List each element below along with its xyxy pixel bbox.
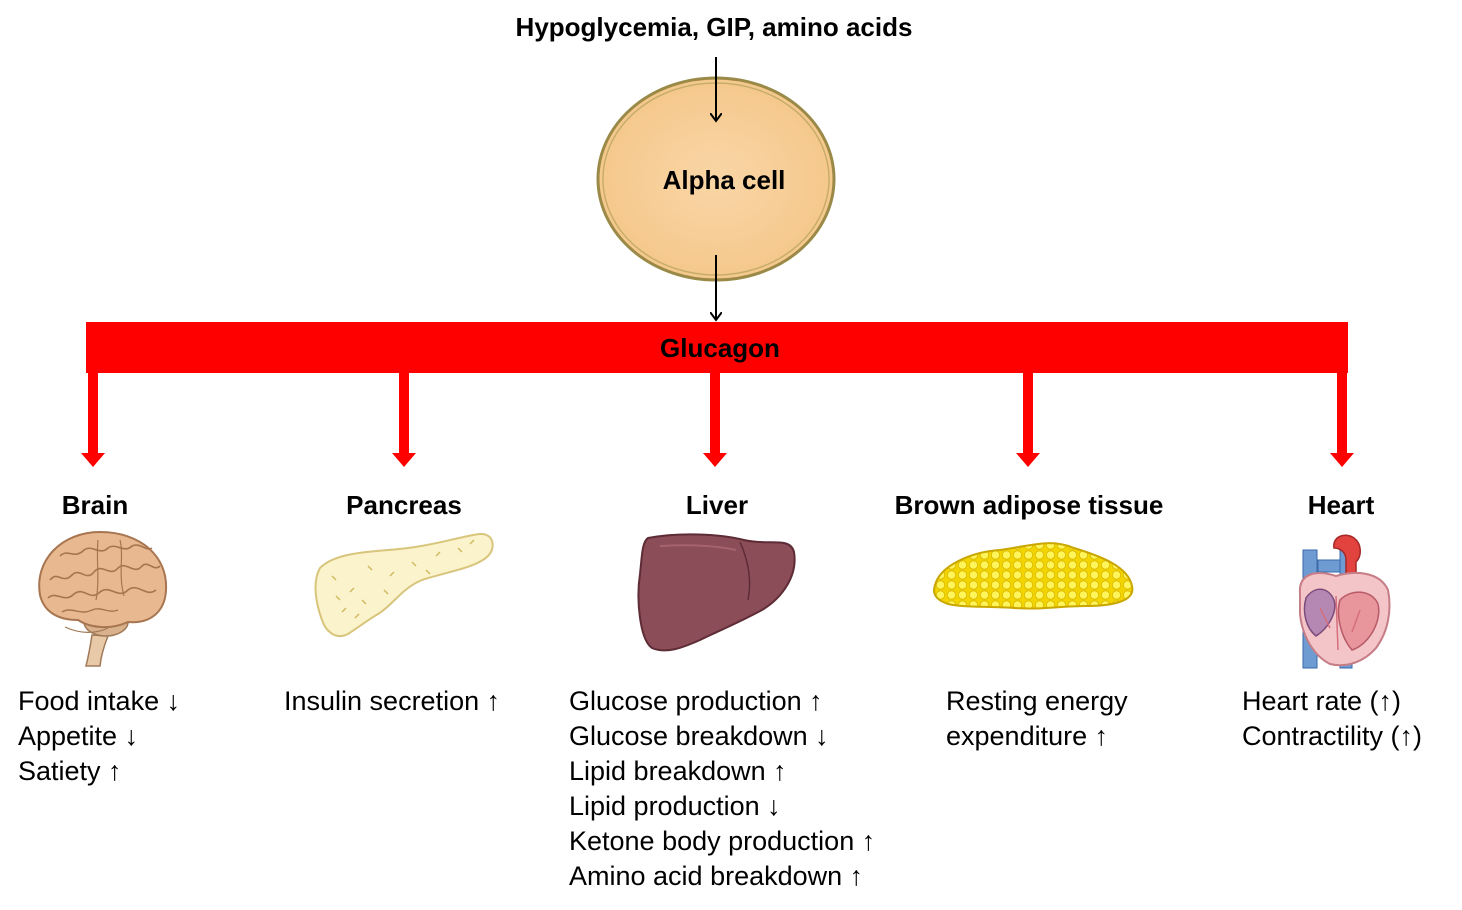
- effect-liver-3: Lipid breakdown ↑: [569, 756, 787, 786]
- target-title-pancreas: Pancreas: [346, 490, 462, 520]
- glucagon-label: Glucagon: [660, 333, 780, 363]
- target-arrow-pancreas: [392, 373, 416, 467]
- effects-liver: Glucose production ↑ Glucose breakdown ↓…: [569, 686, 875, 891]
- target-title-brown-adipose-tissue: Brown adipose tissue: [895, 490, 1164, 520]
- effect-brain-2: Appetite ↓: [18, 721, 138, 751]
- effect-liver-5: Ketone body production ↑: [569, 826, 875, 856]
- alpha-cell-label: Alpha cell: [663, 165, 786, 195]
- stimulus-label: Hypoglycemia, GIP, amino acids: [516, 12, 913, 42]
- effect-liver-4: Lipid production ↓: [569, 791, 781, 821]
- pancreas-icon: [314, 532, 494, 638]
- target-arrow-heart: [1330, 373, 1354, 467]
- brain-icon: [38, 530, 168, 667]
- target-title-heart: Heart: [1308, 490, 1375, 520]
- effect-brown-adipose-tissue-2: expenditure ↑: [946, 721, 1108, 751]
- target-title-liver: Liver: [686, 490, 748, 520]
- target-title-brain: Brain: [62, 490, 128, 520]
- effect-liver-2: Glucose breakdown ↓: [569, 721, 829, 751]
- target-arrow-liver: [703, 373, 727, 467]
- target-arrow-brain: [81, 373, 105, 467]
- target-arrow-brown-adipose-tissue: [1016, 373, 1040, 467]
- alpha-cell: Alpha cell: [596, 76, 836, 282]
- effect-heart-2: Contractility (↑): [1242, 721, 1422, 751]
- effect-heart-1: Heart rate (↑): [1242, 686, 1401, 716]
- effect-pancreas-1: Insulin secretion ↑: [284, 686, 500, 716]
- heart-icon: [1298, 534, 1391, 669]
- effects-brown-adipose-tissue: Resting energy expenditure ↑: [946, 686, 1128, 751]
- effect-liver-6: Amino acid breakdown ↑: [569, 861, 863, 891]
- effects-pancreas: Insulin secretion ↑: [284, 686, 500, 716]
- effects-brain: Food intake ↓ Appetite ↓ Satiety ↑: [18, 686, 180, 786]
- effect-brain-1: Food intake ↓: [18, 686, 180, 716]
- liver-icon: [637, 533, 796, 652]
- effects-heart: Heart rate (↑) Contractility (↑): [1242, 686, 1422, 751]
- glucagon-bar: [86, 322, 1348, 373]
- target-arrows: [81, 373, 1354, 467]
- effect-brain-3: Satiety ↑: [18, 756, 122, 786]
- effect-brown-adipose-tissue-1: Resting energy: [946, 686, 1128, 716]
- brown-adipose-tissue-icon: [933, 542, 1134, 610]
- effect-liver-1: Glucose production ↑: [569, 686, 823, 716]
